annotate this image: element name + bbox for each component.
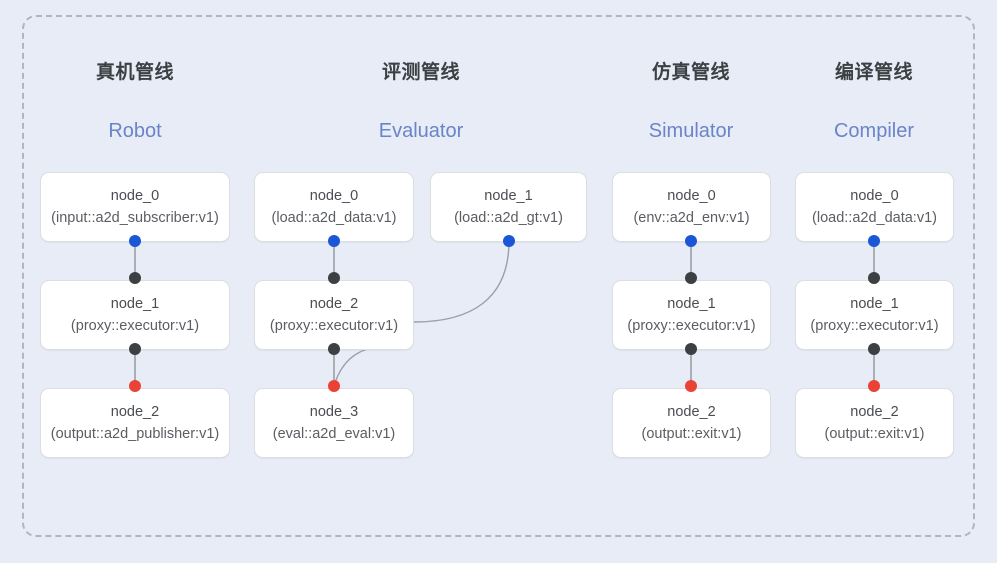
node-type: (proxy::executor:v1) — [269, 317, 399, 334]
node-id: node_0 — [309, 187, 359, 204]
node-type: (proxy::executor:v1) — [627, 317, 756, 334]
node-type: (proxy::executor:v1) — [70, 317, 200, 334]
node-type: (load::a2d_data:v1) — [812, 209, 937, 226]
port-sink-compiler-2[interactable] — [868, 380, 880, 392]
node-id: node_0 — [110, 187, 160, 204]
node-id: node_1 — [850, 295, 899, 312]
node-id: node_2 — [110, 403, 160, 420]
node-type: (input::a2d_subscriber:v1) — [51, 209, 219, 226]
port-out-robot-1[interactable] — [129, 343, 141, 355]
node-id: node_3 — [309, 403, 359, 420]
node-card-simulator-2[interactable]: node_2 (output::exit:v1) — [612, 388, 771, 458]
node-card-evaluator-1[interactable]: node_1 (load::a2d_gt:v1) — [430, 172, 587, 242]
port-sink-evaluator-3[interactable] — [328, 380, 340, 392]
node-id: node_2 — [667, 403, 716, 420]
node-id: node_1 — [667, 295, 716, 312]
port-source-robot-0[interactable] — [129, 235, 141, 247]
node-type: (output::exit:v1) — [824, 425, 925, 442]
port-source-compiler-0[interactable] — [868, 235, 880, 247]
node-id: node_2 — [309, 295, 359, 312]
node-type: (env::a2d_env:v1) — [633, 209, 750, 226]
node-card-robot-1[interactable]: node_1 (proxy::executor:v1) — [40, 280, 230, 350]
node-type: (output::a2d_publisher:v1) — [50, 425, 220, 442]
node-type: (load::a2d_data:v1) — [271, 209, 397, 226]
node-type: (output::exit:v1) — [641, 425, 742, 442]
node-id: node_0 — [667, 187, 716, 204]
node-card-simulator-0[interactable]: node_0 (env::a2d_env:v1) — [612, 172, 771, 242]
node-card-compiler-1[interactable]: node_1 (proxy::executor:v1) — [795, 280, 954, 350]
node-id: node_0 — [850, 187, 899, 204]
port-out-simulator-1[interactable] — [685, 343, 697, 355]
node-card-robot-0[interactable]: node_0 (input::a2d_subscriber:v1) — [40, 172, 230, 242]
node-type: (eval::a2d_eval:v1) — [272, 425, 396, 442]
node-type: (proxy::executor:v1) — [810, 317, 939, 334]
node-id: node_1 — [110, 295, 160, 312]
port-sink-simulator-2[interactable] — [685, 380, 697, 392]
node-card-compiler-2[interactable]: node_2 (output::exit:v1) — [795, 388, 954, 458]
node-card-simulator-1[interactable]: node_1 (proxy::executor:v1) — [612, 280, 771, 350]
port-out-evaluator-2[interactable] — [328, 343, 340, 355]
port-in-evaluator-2[interactable] — [328, 272, 340, 284]
port-in-simulator-1[interactable] — [685, 272, 697, 284]
port-in-compiler-1[interactable] — [868, 272, 880, 284]
port-source-simulator-0[interactable] — [685, 235, 697, 247]
node-id: node_1 — [484, 187, 533, 204]
node-card-compiler-0[interactable]: node_0 (load::a2d_data:v1) — [795, 172, 954, 242]
node-id: node_2 — [850, 403, 899, 420]
diagram-dashed-frame — [22, 15, 975, 537]
port-in-robot-1[interactable] — [129, 272, 141, 284]
node-card-evaluator-3[interactable]: node_3 (eval::a2d_eval:v1) — [254, 388, 414, 458]
node-card-robot-2[interactable]: node_2 (output::a2d_publisher:v1) — [40, 388, 230, 458]
port-source-evaluator-0[interactable] — [328, 235, 340, 247]
node-type: (load::a2d_gt:v1) — [454, 209, 563, 226]
node-card-evaluator-0[interactable]: node_0 (load::a2d_data:v1) — [254, 172, 414, 242]
port-source-evaluator-1[interactable] — [503, 235, 515, 247]
port-sink-robot-2[interactable] — [129, 380, 141, 392]
port-out-compiler-1[interactable] — [868, 343, 880, 355]
node-card-evaluator-2[interactable]: node_2 (proxy::executor:v1) — [254, 280, 414, 350]
